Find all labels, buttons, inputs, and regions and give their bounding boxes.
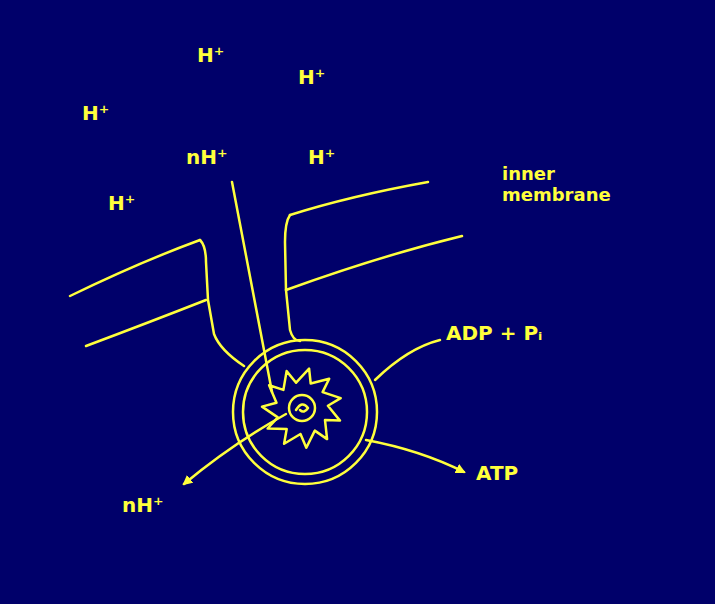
f1-head-inner [243,350,367,474]
membrane-line [86,300,206,346]
f1-head [233,340,377,484]
channel-wall [200,240,244,366]
membrane-label: inner membrane [502,164,614,205]
chem-label: H⁺ [108,192,135,215]
membrane-line [70,240,200,296]
atp-arrow [366,440,464,472]
proton-out-arrow [184,414,286,484]
chem-label: nH⁺ [122,494,164,517]
chem-label: ATP [476,462,518,485]
chem-label: nH⁺ [186,146,228,169]
chem-label: H⁺ [197,44,224,67]
channel-wall [285,215,300,341]
rotor [262,369,341,448]
chem-label: H⁺ [308,146,335,169]
rotor-hub [289,395,315,421]
leader-line [375,340,440,380]
rotor-spiral [296,404,308,411]
membrane-line [290,182,428,215]
chem-label: H⁺ [82,102,109,125]
proton-path [232,182,272,392]
chem-label: H⁺ [298,66,325,89]
chem-label: ADP + Pᵢ [446,322,542,345]
membrane-line [286,236,462,290]
